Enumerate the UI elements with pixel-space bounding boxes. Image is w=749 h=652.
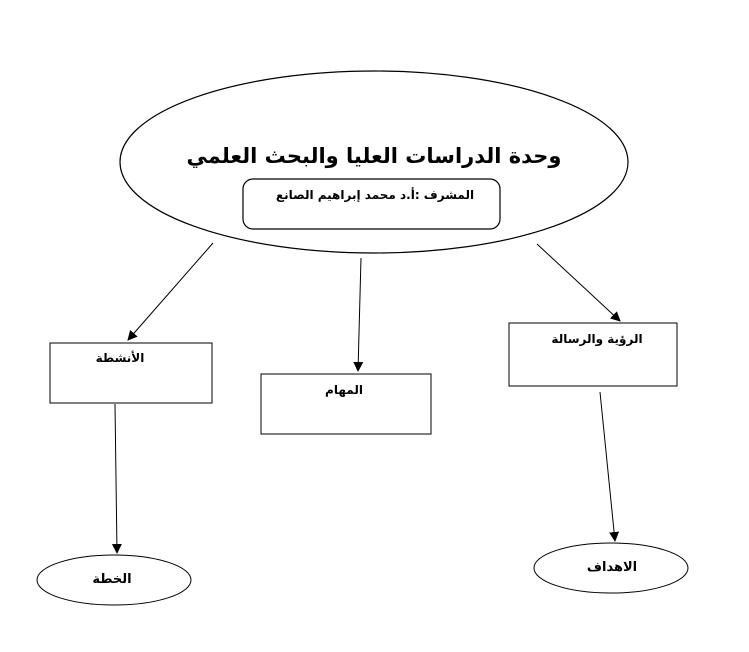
activities-box [49, 342, 213, 404]
arrow-to-goals [599, 391, 620, 542]
tasks-label: المهام [325, 383, 363, 398]
vision-mission-label: الرؤية والرسالة [551, 332, 642, 347]
main-title: وحدة الدراسات العليا والبحث العلمي [187, 144, 562, 168]
goals-ellipse [533, 542, 689, 594]
goals-label: الاهداف [587, 560, 637, 575]
tasks-box [260, 373, 432, 435]
activities-label: الأنشطة [96, 350, 145, 365]
arrow-to-vision [536, 243, 621, 322]
vision-mission-box [508, 322, 678, 387]
supervisor-box [242, 178, 501, 230]
arrow-to-activities [127, 242, 214, 341]
plan-label: الخطة [92, 572, 131, 587]
arrow-to-plan [111, 403, 122, 554]
plan-ellipse [36, 554, 192, 606]
arrow-to-tasks [353, 257, 364, 372]
supervisor-label: المشرف :أ.د محمد إبراهيم الصانع [276, 187, 474, 202]
